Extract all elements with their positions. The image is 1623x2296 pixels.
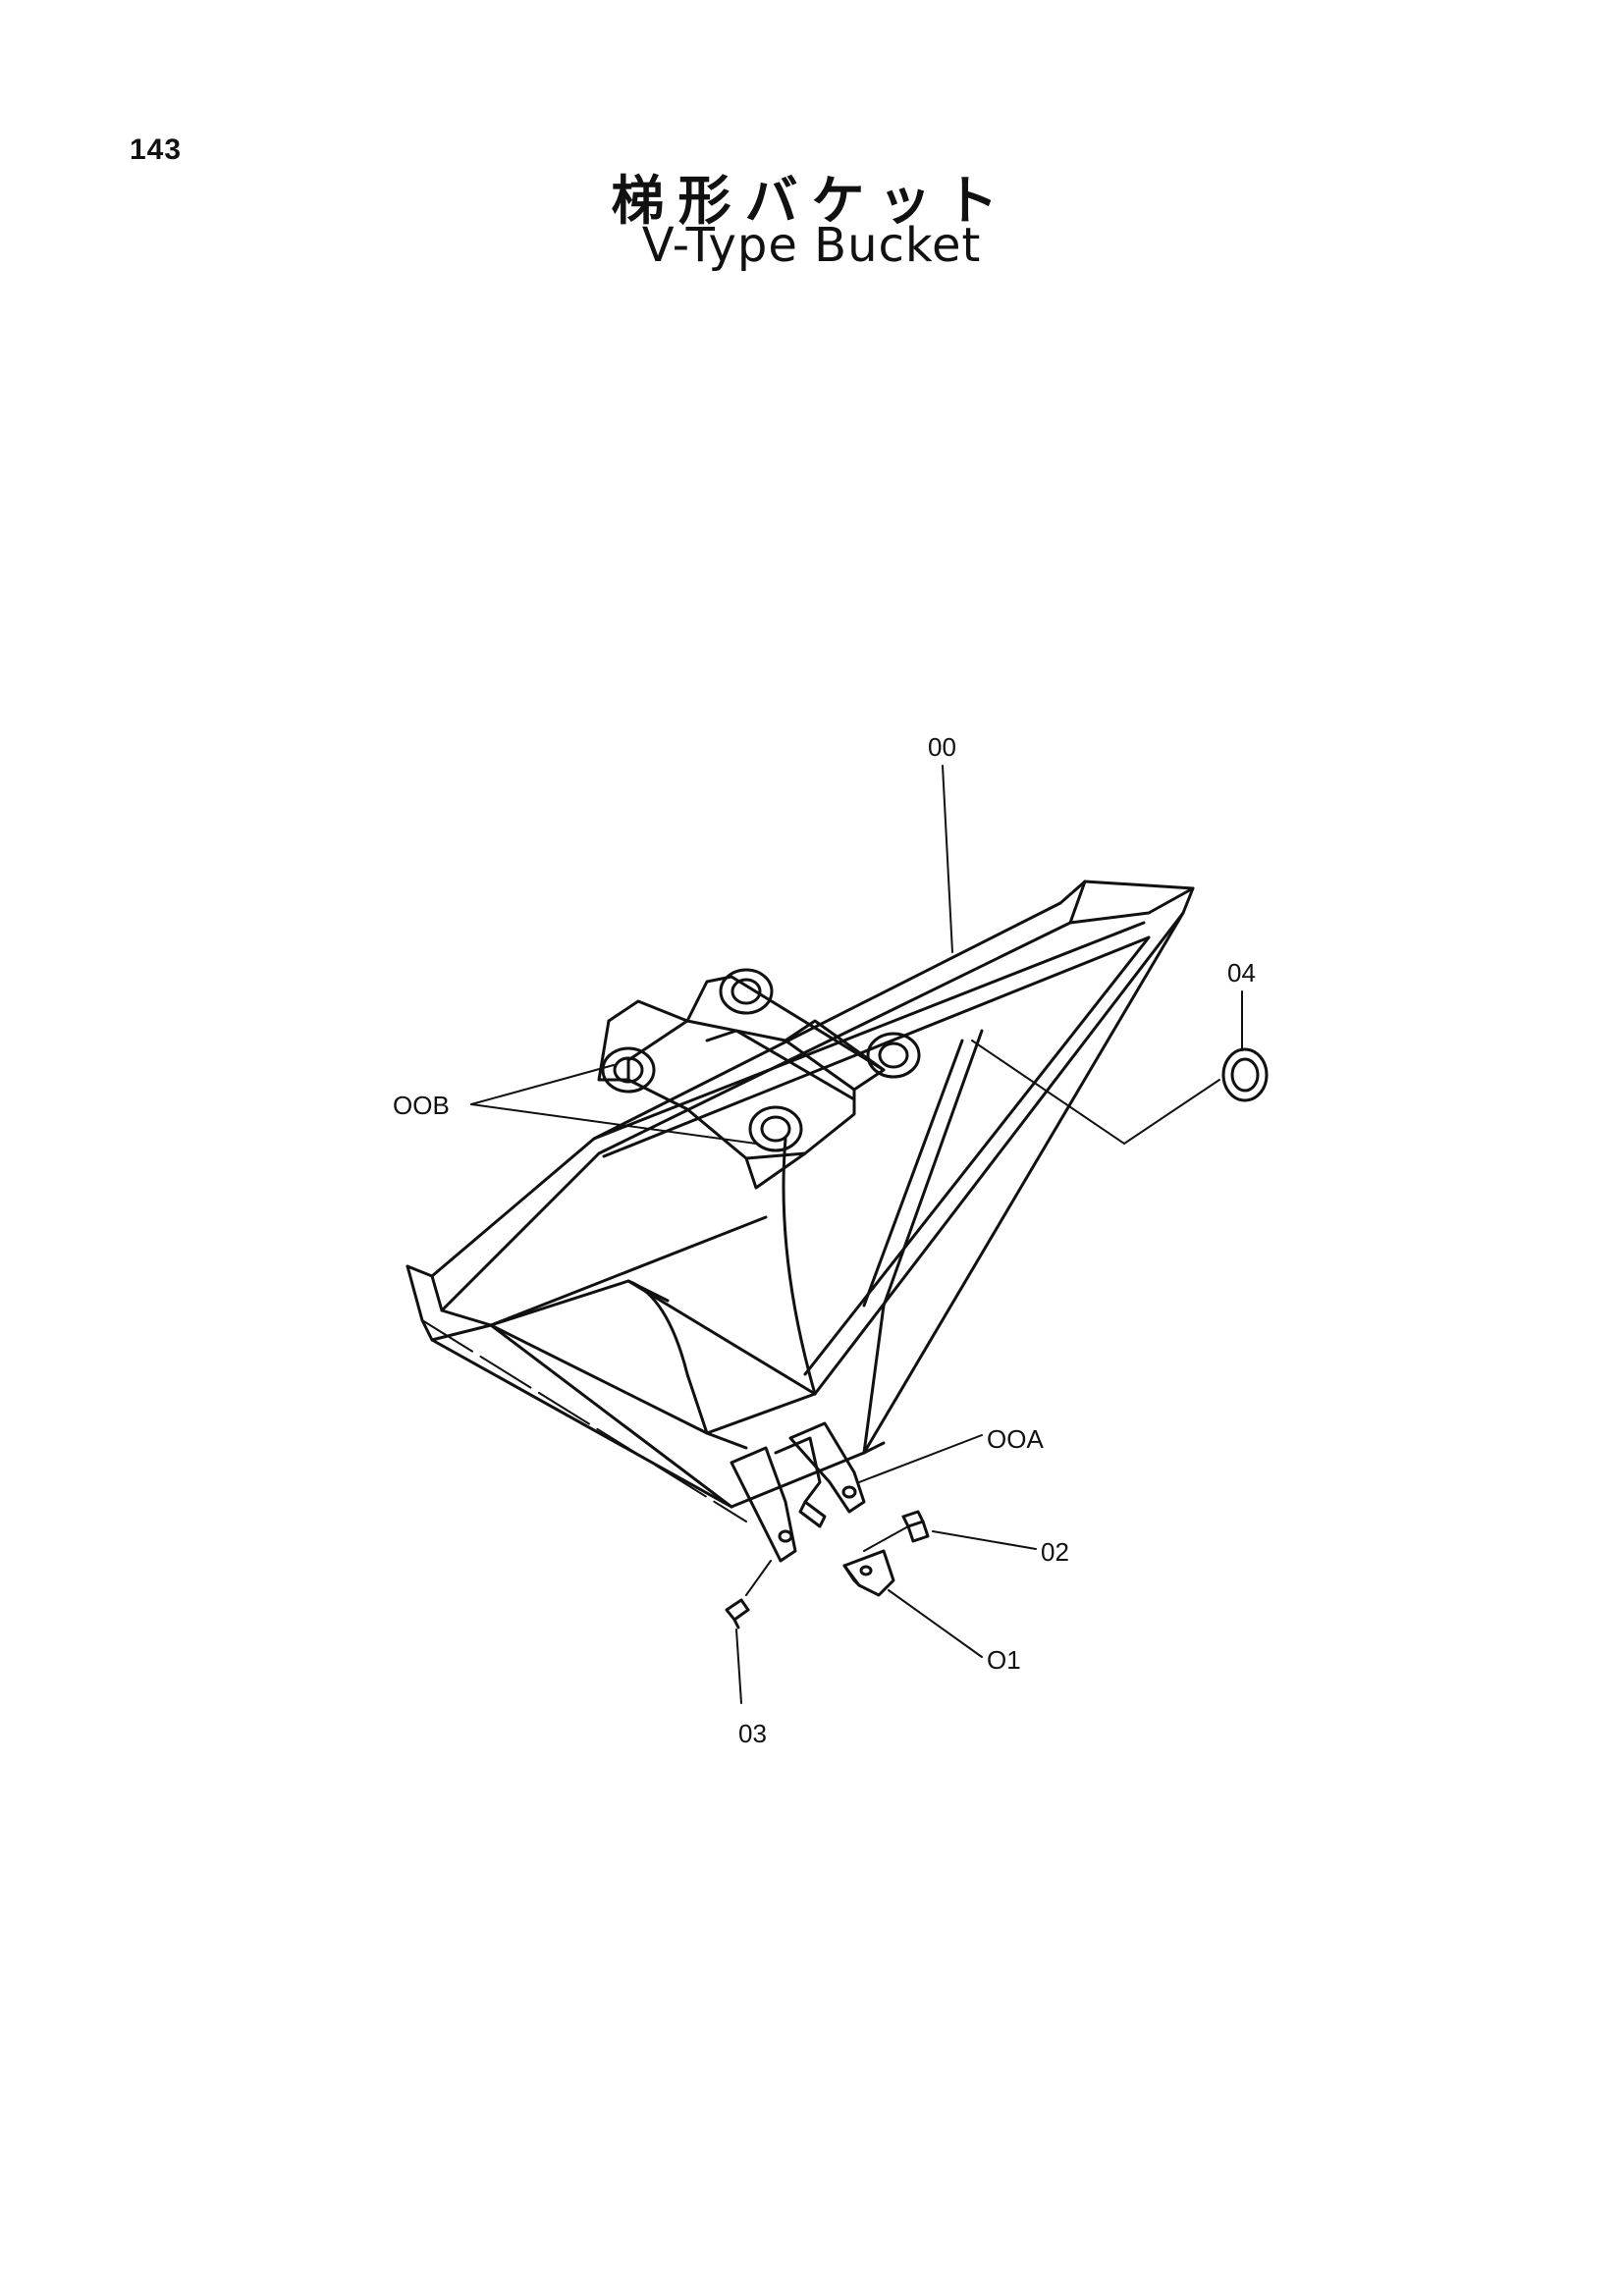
leader-00 — [942, 765, 953, 953]
leader-00b-upper — [470, 1064, 615, 1105]
part-bolt-02 — [901, 1510, 930, 1543]
leader-00a — [858, 1434, 983, 1483]
leader-lines — [470, 765, 1243, 1704]
leader-03-tooth — [745, 1560, 772, 1596]
part-seal-ring-04 — [1221, 1047, 1269, 1102]
leader-02 — [932, 1530, 1037, 1550]
callout-04: 04 — [1227, 958, 1256, 988]
callout-02: 02 — [1041, 1537, 1069, 1567]
callout-01: O1 — [987, 1645, 1021, 1675]
leader-01 — [888, 1589, 983, 1658]
bucket-teeth — [730, 1421, 866, 1563]
callout-00b: OOB — [393, 1091, 450, 1120]
leader-03 — [735, 1629, 742, 1704]
callout-00: 00 — [928, 732, 956, 762]
bucket-body — [406, 880, 1195, 1522]
part-tooth-01 — [842, 1549, 895, 1597]
title-japanese: 梯形バケット — [611, 170, 1012, 232]
callout-03: 03 — [738, 1719, 767, 1748]
boss-rings — [601, 968, 921, 1152]
leader-00b-lower — [470, 1103, 757, 1145]
leader-bolt-tooth — [863, 1525, 909, 1552]
part-pin-03 — [725, 1598, 750, 1629]
page-number: 143 — [130, 133, 183, 166]
leader-04-path — [971, 1040, 1220, 1145]
callout-00a: OOA — [987, 1424, 1044, 1454]
title-english: V-Type Bucket — [641, 218, 982, 273]
